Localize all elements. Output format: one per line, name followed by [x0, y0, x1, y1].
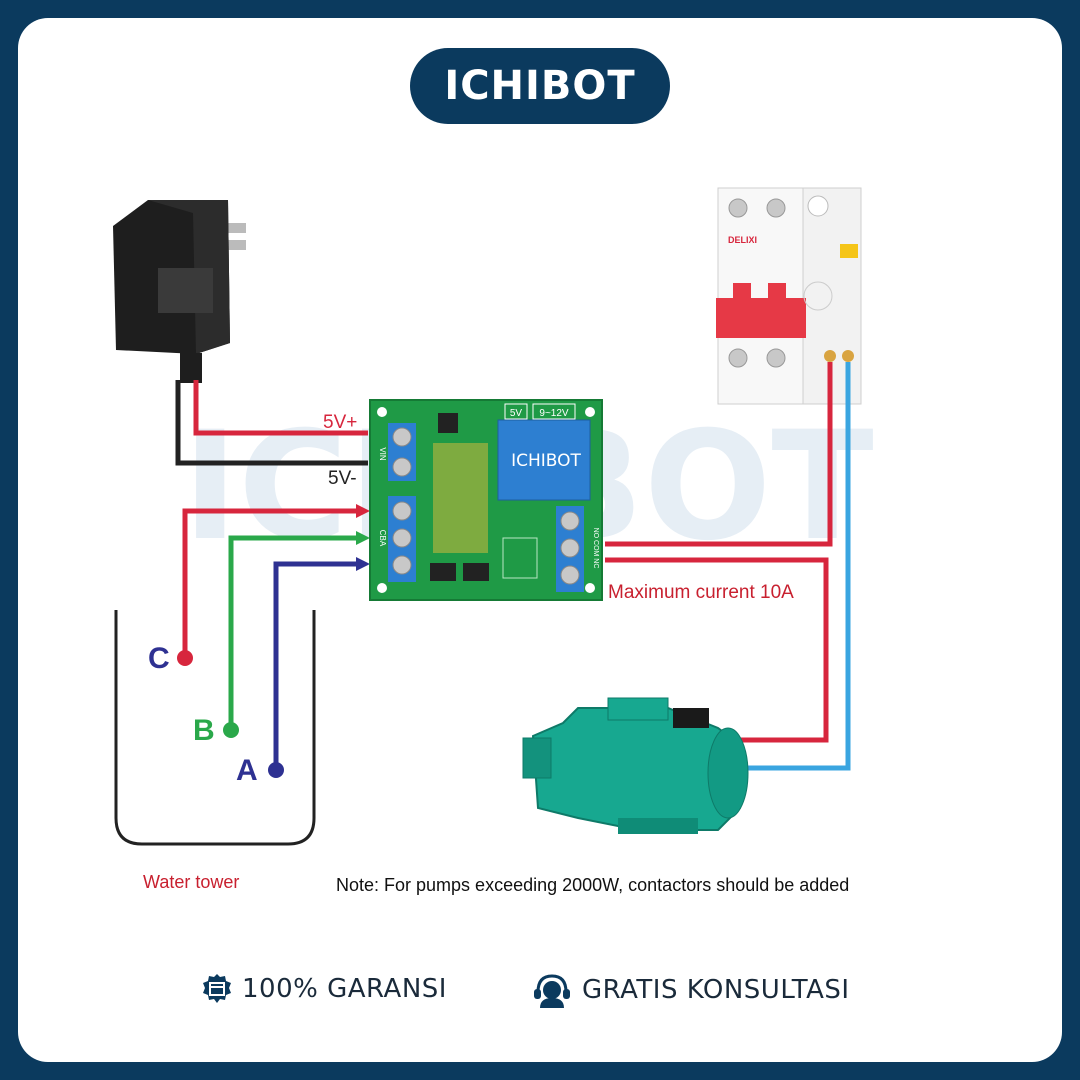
- board-option-5v: 5V: [510, 408, 523, 419]
- guarantee-feature: 100% GARANSI: [200, 972, 447, 1006]
- shield-calendar-icon: [203, 974, 231, 1003]
- wiring-diagram: ICHIBOT 5V+ 5V- C B A: [113, 187, 874, 895]
- power-adapter: [113, 200, 246, 383]
- probe-c-dot: [177, 650, 193, 666]
- label-probe-a: A: [236, 754, 258, 787]
- wire-breaker-com: [605, 362, 833, 547]
- probe-b-dot: [223, 722, 239, 738]
- label-probe-c: C: [148, 642, 170, 675]
- card-frame: ICHIBOT 5V+ 5V- C B A: [18, 18, 1062, 1062]
- label-max-current: Maximum current 10A: [608, 582, 794, 603]
- probe-a-dot: [268, 762, 284, 778]
- consult-feature: GRATIS KONSULTASI: [530, 972, 850, 1008]
- note-text: Note: For pumps exceeding 2000W, contact…: [336, 875, 849, 895]
- board-watermark: ICHIBOT: [511, 451, 581, 471]
- terminal-cba-label: CBA: [378, 530, 387, 547]
- wire-probe-c: [182, 508, 358, 658]
- terminal-relay-label: NO COM NC: [592, 528, 599, 569]
- relay-board: ICHIBOT 5V 9~12V VIN CBA: [369, 399, 603, 601]
- brand-name: ICHIBOT: [444, 63, 636, 109]
- label-5v-minus: 5V-: [328, 468, 357, 489]
- wire-5v-plus: [193, 380, 368, 436]
- board-option-12v: 9~12V: [539, 408, 569, 419]
- label-water-tower: Water tower: [143, 872, 239, 892]
- terminal-vin-label: VIN: [378, 447, 387, 461]
- wire-no-to-pump: [605, 557, 829, 743]
- label-probe-b: B: [193, 714, 215, 747]
- consult-text: GRATIS KONSULTASI: [582, 975, 850, 1005]
- water-pump: [522, 697, 749, 834]
- wire-probe-a: [273, 561, 358, 770]
- guarantee-text: 100% GARANSI: [242, 974, 447, 1004]
- support-agent-icon: [534, 974, 570, 1008]
- circuit-breaker: DELIXI: [716, 187, 862, 405]
- wire-neutral-to-pump: [728, 362, 851, 771]
- water-tower-tank: [114, 610, 316, 846]
- wire-probe-b: [228, 535, 358, 730]
- wire-5v-minus: [175, 380, 368, 466]
- breaker-brand: DELIXI: [728, 235, 757, 245]
- brand-badge: ICHIBOT: [410, 48, 670, 124]
- label-5v-plus: 5V+: [323, 412, 357, 433]
